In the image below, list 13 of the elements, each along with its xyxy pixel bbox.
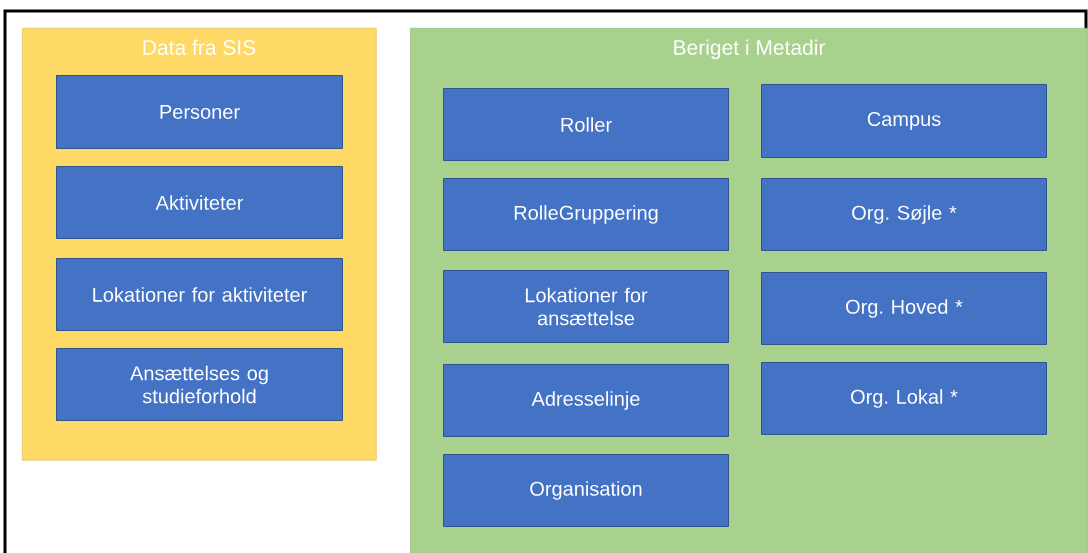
box: Org. Lokal *	[761, 362, 1047, 435]
box: Campus	[761, 84, 1047, 158]
box: Lokationer for aktiviteter	[56, 258, 343, 331]
box: Lokationer for ansættelse	[443, 270, 729, 343]
box: Ansættelses og studieforhold	[56, 348, 343, 421]
box: RolleGruppering	[443, 178, 729, 251]
box: Adresselinje	[443, 364, 729, 437]
box: Org. Søjle *	[761, 178, 1047, 251]
box: Personer	[56, 75, 343, 149]
box: Organisation	[443, 454, 729, 527]
box: Aktiviteter	[56, 166, 343, 239]
box: Roller	[443, 88, 729, 161]
box: Org. Hoved *	[761, 272, 1047, 345]
